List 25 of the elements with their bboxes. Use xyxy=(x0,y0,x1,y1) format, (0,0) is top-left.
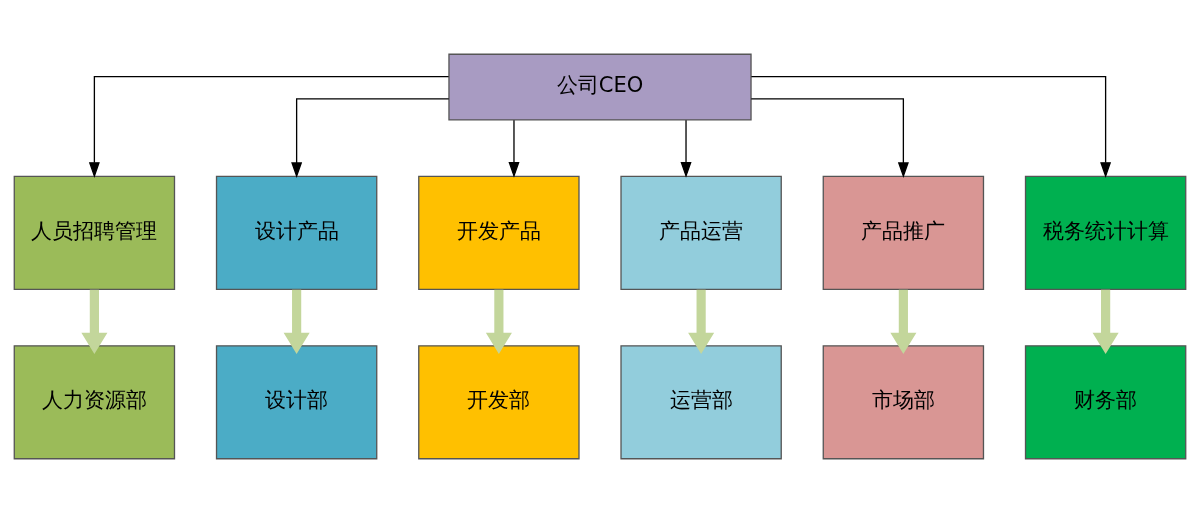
arrow xyxy=(485,289,512,355)
node-box: 产品运营 xyxy=(620,175,782,290)
node-box: 人员招聘管理 xyxy=(13,175,176,290)
arrow xyxy=(291,98,450,179)
node-box: 设计产品 xyxy=(215,175,378,290)
node-box: 财务部 xyxy=(1024,345,1187,460)
arrow xyxy=(890,289,917,355)
arrow xyxy=(283,289,310,355)
node-box: 产品推广 xyxy=(822,175,985,290)
arrow xyxy=(680,119,692,178)
arrow xyxy=(750,98,909,179)
node-box: 运营部 xyxy=(620,345,782,460)
node-box: 设计部 xyxy=(215,345,378,460)
arrow xyxy=(88,75,450,178)
arrow xyxy=(508,119,520,178)
node-box: 人力资源部 xyxy=(13,345,176,460)
node-box: 公司CEO xyxy=(448,53,752,121)
node-box: 市场部 xyxy=(822,345,985,460)
arrow xyxy=(750,75,1112,178)
arrow xyxy=(81,289,108,355)
arrow xyxy=(1092,289,1119,355)
node-box: 税务统计计算 xyxy=(1024,175,1187,290)
arrow xyxy=(688,289,715,355)
node-box: 开发部 xyxy=(418,345,580,460)
node-box: 开发产品 xyxy=(418,175,580,290)
